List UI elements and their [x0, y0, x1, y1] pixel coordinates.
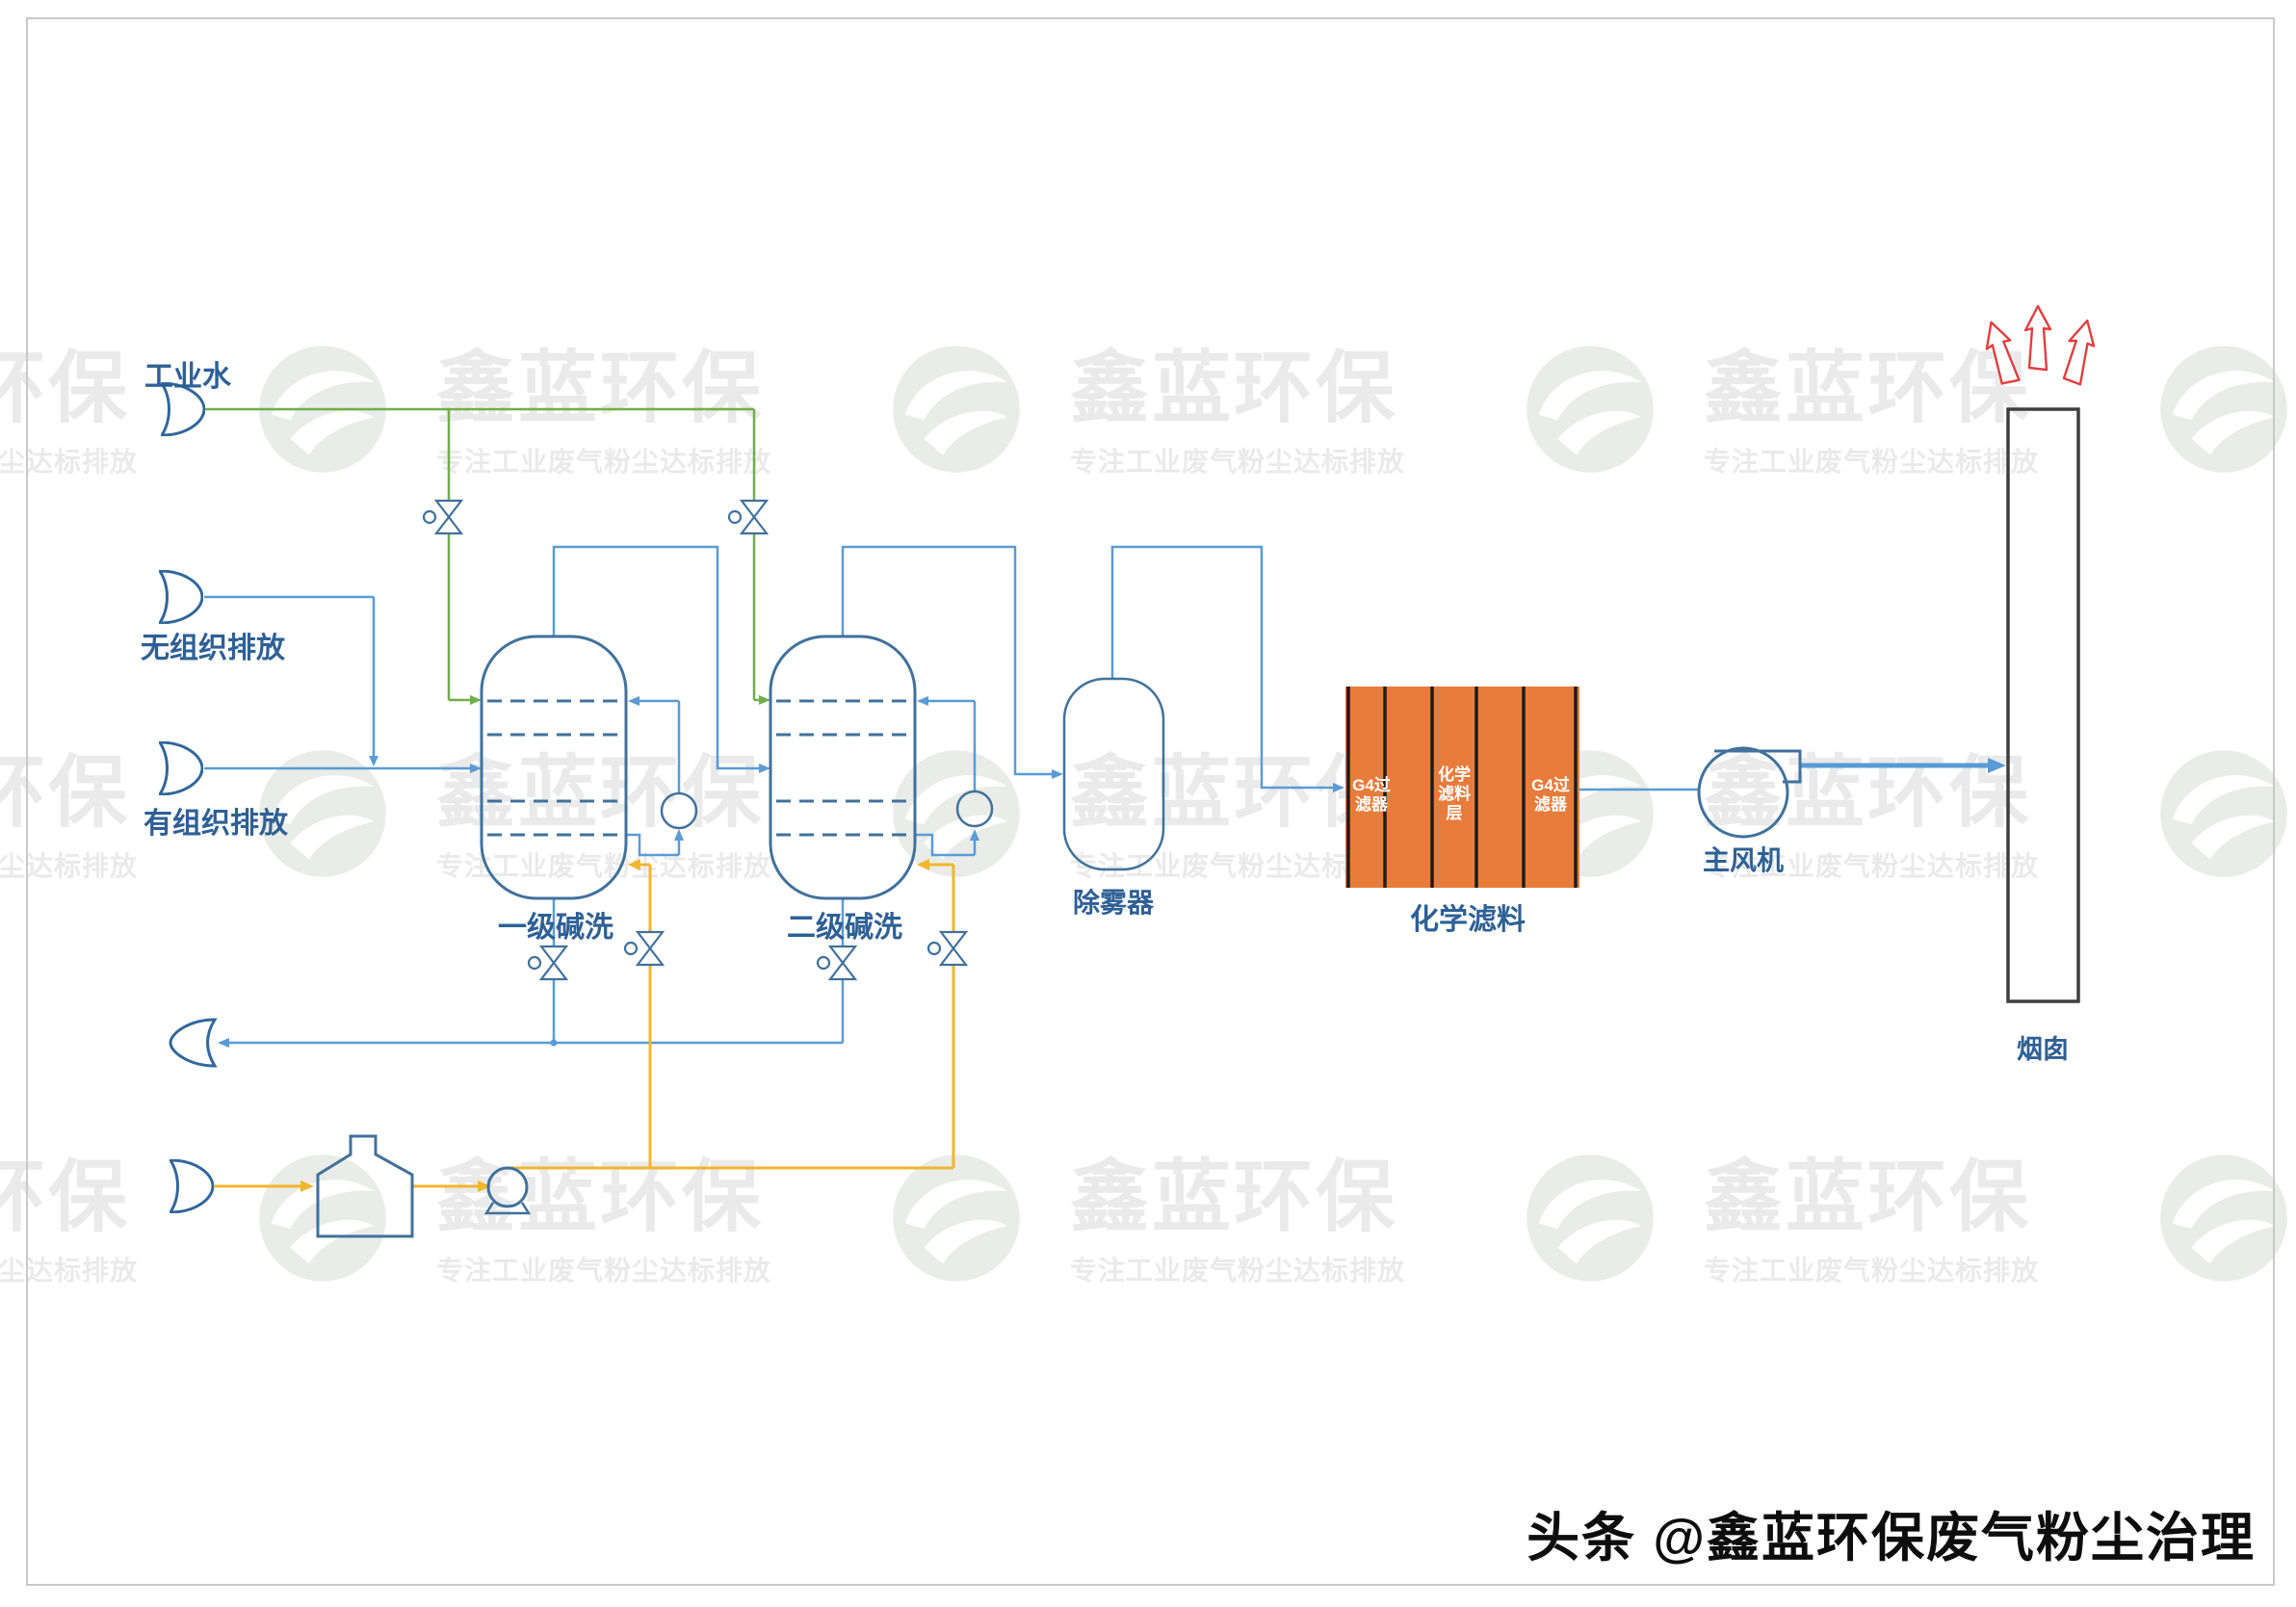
watermark-logo-icon — [2156, 1151, 2291, 1290]
pipe-waste-gas — [204, 545, 2006, 792]
label-stage1-scrubber: 一级碱洗 — [498, 912, 613, 944]
watermark-logo-icon — [889, 1151, 1024, 1290]
dosing-pump — [483, 1166, 532, 1215]
stage2-scrubber-vessel — [769, 635, 917, 900]
pipe-industrial-water — [205, 407, 770, 705]
pipe-chemical-feed — [214, 859, 955, 1192]
watermark-logo-icon — [1523, 342, 1657, 481]
label-demister: 除雾器 — [1072, 888, 1155, 918]
valve-drain-2 — [816, 945, 858, 981]
recirculation-pump-1 — [660, 791, 698, 830]
exhaust-arrows-icon — [1985, 304, 2096, 386]
valve-water-1 — [422, 499, 464, 535]
chemical-filter-box — [1345, 687, 1579, 888]
filter-section-g4-left: G4过滤器 — [1352, 776, 1391, 814]
inlet-fugitive-emission — [159, 570, 203, 624]
valve-feed-1 — [623, 930, 665, 967]
label-organized-emission: 有组织排放 — [144, 808, 288, 840]
pipe-recirculation-1 — [626, 696, 684, 857]
filter-section-g4-right: G4过滤器 — [1531, 776, 1570, 814]
label-stack: 烟囱 — [2017, 1035, 2069, 1064]
attribution-text: 头条 @鑫蓝环保废气粉尘治理 — [1526, 1508, 2256, 1568]
watermark-logo-icon — [2156, 342, 2291, 481]
recirculation-pump-2 — [955, 790, 994, 828]
label-stage2-scrubber: 二级碱洗 — [787, 912, 902, 944]
label-fugitive-emission: 无组织排放 — [141, 633, 285, 664]
watermark-text: 鑫蓝环保专注工业废气粉尘达标排放 — [1704, 345, 2040, 478]
outlet-drain — [169, 1018, 218, 1068]
label-chemical-filter: 化学滤料 — [1410, 904, 1526, 936]
watermark-logo-icon — [889, 746, 1024, 886]
watermark-text: 鑫蓝环保专注工业废气粉尘达标排放 — [1704, 1153, 2040, 1286]
valve-drain-1 — [527, 945, 569, 981]
inlet-chemical-supply — [170, 1159, 214, 1213]
watermark-logo-icon — [889, 342, 1024, 481]
inlet-organized-emission — [159, 741, 203, 795]
watermark-logo-icon — [1523, 1151, 1657, 1290]
demister-vessel — [1062, 677, 1165, 871]
watermark-text: 鑫蓝环保专注工业废气粉尘达标排放 — [1070, 345, 1406, 478]
watermark-text: 鑫蓝环保专注工业废气粉尘达标排放 — [436, 345, 772, 478]
stack-vessel — [2006, 407, 2080, 1003]
chemical-tank — [316, 1134, 414, 1238]
main-fan — [1697, 746, 1802, 839]
watermark-text: 鑫蓝环保专注工业废气粉尘达标排放 — [1070, 1153, 1406, 1286]
watermark-logo-icon — [255, 746, 390, 886]
pipe-recirculation-2 — [915, 696, 979, 857]
label-main-fan: 主风机 — [1702, 845, 1785, 875]
watermark-logo-icon — [2156, 746, 2291, 886]
valve-feed-2 — [926, 930, 969, 967]
valve-water-2 — [727, 499, 770, 535]
stage1-scrubber-vessel — [480, 635, 628, 900]
filter-section-chemical: 化学滤料层 — [1438, 765, 1471, 822]
label-industrial-water: 工业水 — [144, 361, 231, 393]
